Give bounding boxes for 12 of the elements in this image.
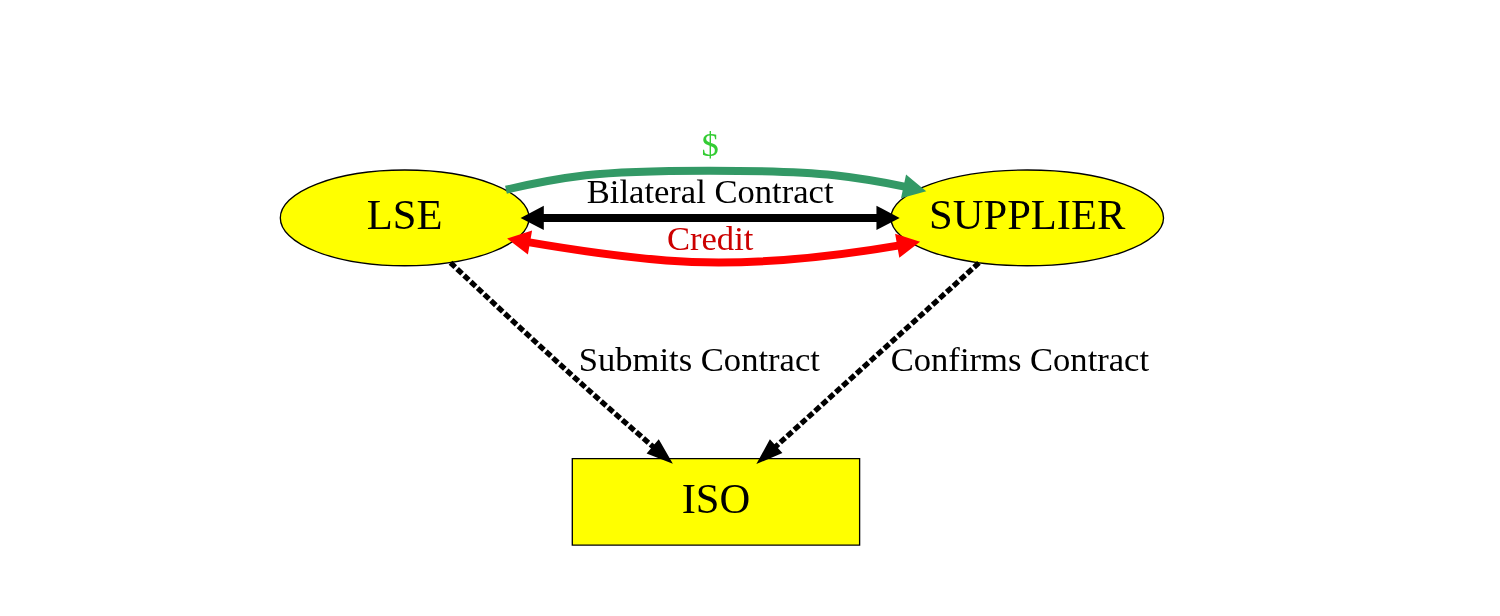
arrow	[448, 260, 673, 464]
edge-label: Credit	[666, 218, 753, 257]
arrow	[520, 205, 900, 231]
arrow	[755, 260, 981, 465]
edge-label: Submits Contract	[578, 339, 820, 378]
edge-label: $	[701, 125, 719, 164]
edge-label: Bilateral Contract	[586, 171, 834, 210]
arrow	[504, 166, 926, 199]
edge-label: Confirms Contract	[890, 339, 1149, 378]
node-ellipse: SUPPLIER	[889, 169, 1164, 267]
node-box: ISO	[571, 458, 860, 546]
arrow	[506, 230, 920, 267]
